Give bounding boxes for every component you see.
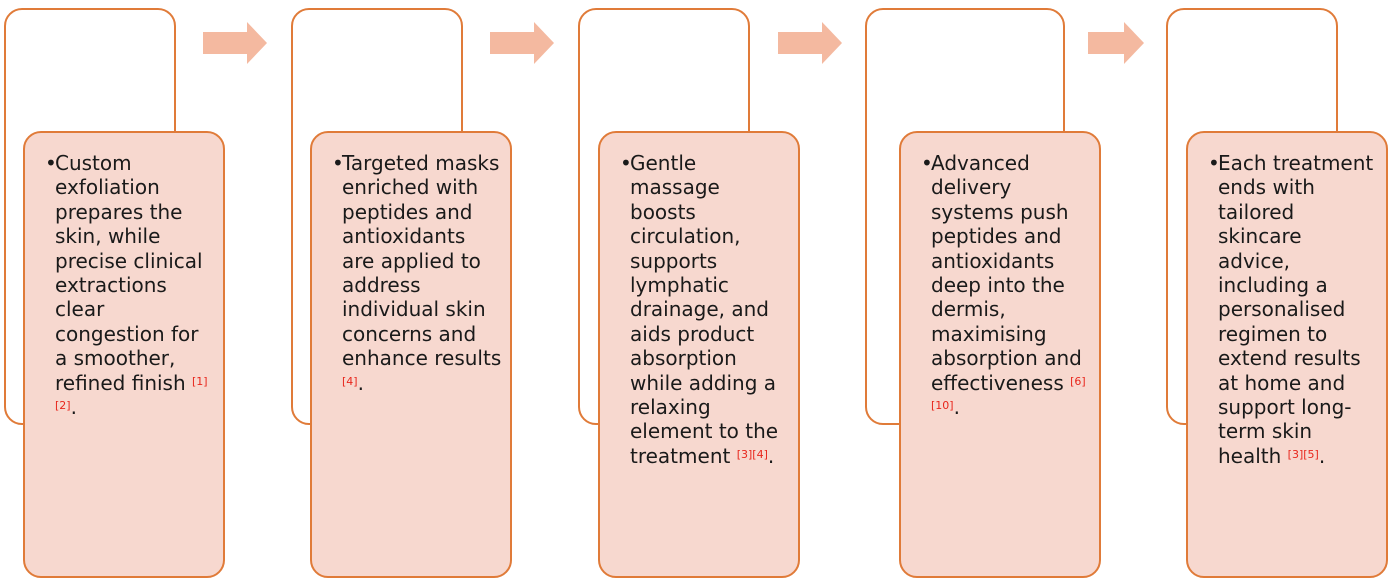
step-1-period: . xyxy=(70,395,77,420)
step-5-description: Each treatment ends with tailored skinca… xyxy=(1218,151,1374,468)
arrow-3 xyxy=(778,22,842,64)
bullet-icon: • xyxy=(921,151,933,175)
step-3-text: •Gentle massage boosts circulation, supp… xyxy=(620,151,790,468)
step-5-text: •Each treatment ends with tailored skinc… xyxy=(1208,151,1378,468)
step-2-description: Targeted masks enriched with peptides an… xyxy=(342,151,502,371)
step-2-text: •Targeted masks enriched with peptides a… xyxy=(332,151,502,395)
arrow-2 xyxy=(490,22,554,64)
step-1-text: •Custom exfoliation prepares the skin, w… xyxy=(45,151,215,419)
arrow-4 xyxy=(1088,22,1144,64)
right-arrow-icon xyxy=(1088,22,1144,64)
step-2-period: . xyxy=(357,370,364,395)
step-2-card: •Targeted masks enriched with peptides a… xyxy=(310,131,512,578)
step-5-citation[interactable]: [3][5] xyxy=(1287,447,1319,461)
step-4-period: . xyxy=(953,395,960,420)
arrow-1 xyxy=(203,22,267,64)
step-1-description: Custom exfoliation prepares the skin, wh… xyxy=(55,151,203,395)
step-5-period: . xyxy=(1318,443,1326,468)
bullet-icon: • xyxy=(1208,151,1220,175)
bullet-icon: • xyxy=(45,151,57,175)
step-3-period: . xyxy=(767,443,775,468)
bullet-icon: • xyxy=(332,151,344,175)
step-1-citation[interactable]: [1][2] xyxy=(55,374,208,413)
right-arrow-icon xyxy=(778,22,842,64)
step-2-citation[interactable]: [4] xyxy=(342,374,358,388)
step-4-text: •Advanced delivery systems push peptides… xyxy=(921,151,1091,419)
step-3-card: •Gentle massage boosts circulation, supp… xyxy=(598,131,800,578)
step-3-citation[interactable]: [3][4] xyxy=(736,447,768,461)
step-3-description: Gentle massage boosts circulation, suppo… xyxy=(630,151,779,468)
step-4-citation[interactable]: [6][10] xyxy=(931,374,1086,413)
step-5-card: •Each treatment ends with tailored skinc… xyxy=(1186,131,1388,578)
right-arrow-icon xyxy=(490,22,554,64)
step-4-description: Advanced delivery systems push peptides … xyxy=(931,151,1082,395)
step-4-card: •Advanced delivery systems push peptides… xyxy=(899,131,1101,578)
bullet-icon: • xyxy=(620,151,632,175)
right-arrow-icon xyxy=(203,22,267,64)
step-1-card: •Custom exfoliation prepares the skin, w… xyxy=(23,131,225,578)
